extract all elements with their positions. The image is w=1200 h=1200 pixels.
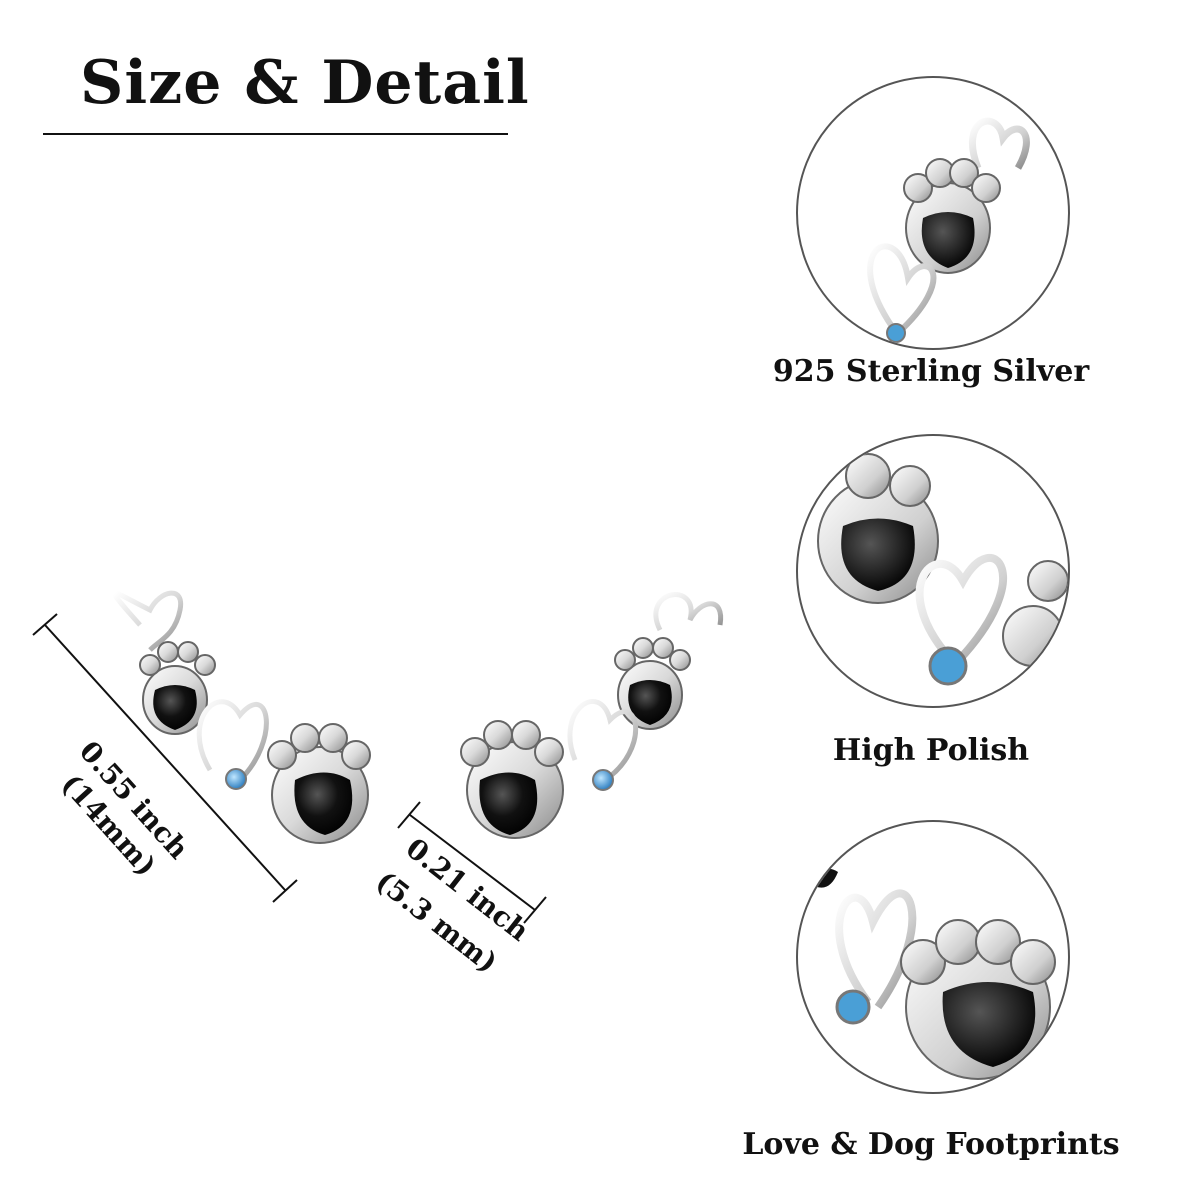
width-dimension-line: [397, 801, 547, 924]
feature-caption-2: High Polish: [832, 733, 1030, 768]
detail-circle-dog-footprints: [796, 820, 1070, 1094]
paw-large: [267, 723, 371, 844]
detail-circle-sterling-silver: [796, 76, 1070, 350]
earring-pair-image: 0.55 inch (14mm) 0.21 inch (5.3 mm): [32, 590, 724, 979]
paw-heart-closeup-3-icon: [808, 868, 1056, 1080]
detail-circle-high-polish: [796, 434, 1070, 708]
title-underline: [43, 133, 508, 135]
paw-black-small-right: [614, 637, 691, 730]
feature-caption-3: Love & Dog Footprints: [742, 1127, 1120, 1162]
paw-heart-closeup-2-icon: [817, 453, 1068, 686]
right-earring: [460, 592, 724, 839]
paw-heart-closeup-1-icon: [867, 117, 1030, 343]
page-title: Size & Detail: [80, 48, 530, 118]
paw-large-right: [460, 720, 564, 839]
left-earring: [112, 590, 371, 844]
feature-caption-1: 925 Sterling Silver: [772, 354, 1090, 389]
length-dimension-line: [32, 613, 298, 903]
paw-black-small: [139, 641, 216, 735]
